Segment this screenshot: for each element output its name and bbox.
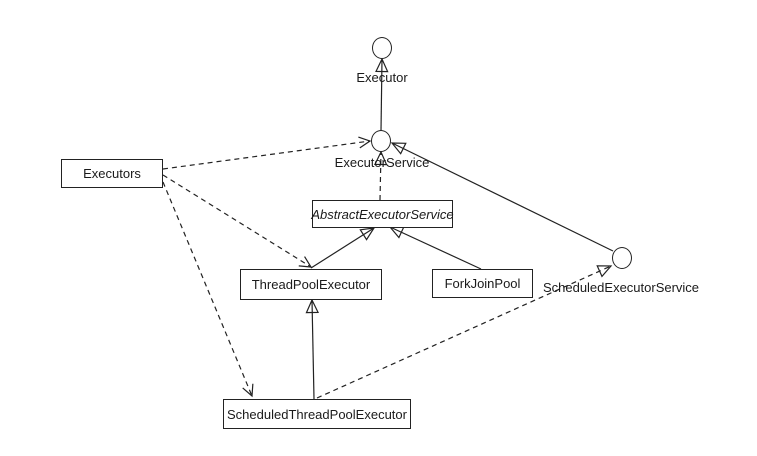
class-box-label: ScheduledThreadPoolExecutor xyxy=(227,406,407,422)
interface-label-executor-service: ExecutorService xyxy=(334,155,430,170)
interface-label-executor: Executor xyxy=(356,70,408,85)
edge-abstractexecutorservice-implements-executorservice xyxy=(373,150,388,201)
class-box-label: ThreadPoolExecutor xyxy=(251,277,371,292)
edge-executorservice-extends-executor xyxy=(375,57,389,132)
interface-circle-executor xyxy=(372,37,392,59)
edge-scheduledthreadpoolexecutor-extends-threadpoolexecutor xyxy=(305,298,320,400)
edge-executors-uses-threadpoolexecutor xyxy=(162,174,313,268)
interface-circle-scheduled-executor-service xyxy=(612,247,632,269)
class-box-executors: Executors xyxy=(61,159,163,188)
class-box-scheduled-thread-pool-executor: ScheduledThreadPoolExecutor xyxy=(223,399,411,429)
class-box-thread-pool-executor: ThreadPoolExecutor xyxy=(240,269,382,300)
class-box-fork-join-pool: ForkJoinPool xyxy=(432,269,533,298)
interface-circle-executor-service xyxy=(371,130,391,152)
class-box-label: AbstractExecutorService xyxy=(311,206,454,222)
class-box-abstract-executor-service: AbstractExecutorService xyxy=(311,200,454,228)
edge-forkjoinpool-extends-abstractexecutorservice xyxy=(388,226,482,270)
edge-executors-uses-scheduledthreadpoolexecutor xyxy=(162,181,254,398)
edge-executors-uses-executorservice xyxy=(162,136,372,170)
edge-threadpoolexecutor-extends-abstractexecutorservice xyxy=(310,227,376,269)
edge-scheduledexecutorservice-extends-executorservice xyxy=(390,142,614,252)
class-box-label: Executors xyxy=(83,166,141,181)
class-box-label: ForkJoinPool xyxy=(444,276,521,291)
interface-label-scheduled-executor-service: ScheduledExecutorService xyxy=(542,280,700,295)
